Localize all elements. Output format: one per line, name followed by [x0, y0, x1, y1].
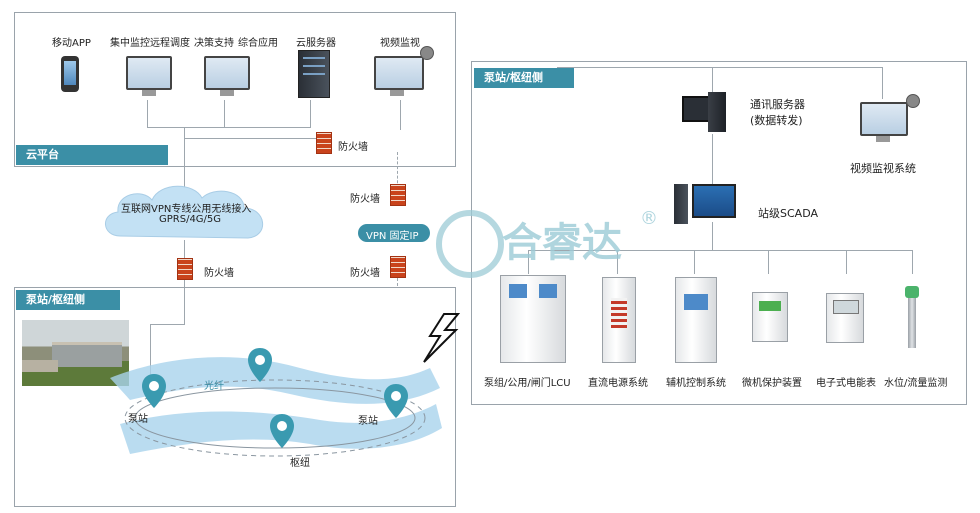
vpn-dashed-upper: [397, 152, 398, 188]
video-system-label: 视频监视系统: [850, 162, 916, 175]
pin-left-icon: [142, 374, 166, 408]
integrated-app-label: 综合应用: [238, 38, 278, 49]
device-drop-4: [768, 250, 769, 274]
device-drop-1: [528, 250, 529, 274]
camera-icon: [420, 46, 434, 60]
pin-bottom-icon: [270, 414, 294, 448]
pin-right-icon: [384, 384, 408, 418]
phone-icon: [61, 56, 79, 92]
firewall-left-label: 防火墙: [204, 268, 234, 279]
server-to-scada: [712, 134, 713, 184]
device-label-protection: 微机保护装置: [742, 378, 802, 389]
cloud-trunk: [184, 127, 185, 187]
station-trunk-line: [184, 288, 185, 324]
cloud-drop-1: [147, 100, 148, 128]
device-bus-line: [528, 250, 912, 251]
cloud-server-label: 云服务器: [296, 38, 336, 49]
aux-cabinet-icon: [675, 277, 717, 363]
device-drop-5: [846, 250, 847, 274]
comm-server-icon: [682, 92, 728, 136]
station-trunk-v: [150, 324, 151, 382]
comm-server-label2: (数据转发): [750, 114, 803, 127]
right-station-tag: 泵站/枢纽侧: [474, 68, 574, 88]
pin-top-icon: [248, 348, 272, 382]
cloud-platform-tag: 云平台: [16, 145, 168, 165]
scada-label: 站级SCADA: [758, 207, 818, 220]
cloud-bus-line: [147, 127, 310, 128]
video-drop: [400, 100, 401, 130]
station-trunk-h: [150, 324, 185, 325]
firewall-right-bottom-icon: [390, 256, 406, 278]
watermark-logo: [436, 210, 504, 278]
device-drop-6: [912, 250, 913, 274]
remote-dispatch-label: 远程调度: [150, 38, 190, 49]
cloud-drop-3: [310, 100, 311, 128]
comm-server-label1: 通讯服务器: [750, 98, 805, 111]
video-system-monitor-icon: [860, 102, 908, 142]
video-system-drop: [882, 67, 883, 99]
scada-monitor-icon: [692, 184, 736, 218]
protection-device-icon: [752, 292, 788, 342]
device-label-level: 水位/流量监测: [884, 378, 948, 389]
node-bottom-label: 枢纽: [290, 458, 310, 469]
mobile-app-label: 移动APP: [52, 38, 91, 49]
cloud-text-line1: 互联网VPN专线公用无线接入: [121, 204, 252, 215]
node-right-label: 泵站: [358, 416, 378, 427]
device-label-lcu: 泵组/公用/闸门LCU: [484, 378, 571, 389]
vpn-label: VPN 固定IP: [366, 231, 419, 242]
device-label-aux: 辅机控制系统: [666, 378, 726, 389]
device-label-dc: 直流电源系统: [588, 378, 648, 389]
comm-server-drop: [712, 67, 713, 93]
watermark-text: 合睿达: [502, 220, 622, 266]
device-label-meter: 电子式电能表: [816, 378, 876, 389]
scada-to-bus: [712, 222, 713, 250]
central-monitor-label: 集中监控: [110, 38, 150, 49]
internet-cloud-icon: [105, 185, 264, 239]
device-drop-2: [617, 250, 618, 274]
watermark-registered: ®: [640, 208, 658, 229]
energy-meter-icon: [826, 293, 864, 343]
server-icon: [298, 50, 330, 98]
firewall-link: [184, 138, 324, 139]
video-system-camera-icon: [906, 94, 920, 108]
cloud-text-line2: GPRS/4G/5G: [159, 214, 222, 225]
video-monitor-label: 视频监视: [380, 38, 420, 49]
left-station-tag: 泵站/枢纽侧: [16, 290, 120, 310]
right-top-bus: [557, 67, 882, 68]
firewall-right-bottom-label: 防火墙: [350, 268, 380, 279]
decision-support-monitor-icon: [204, 56, 250, 96]
firewall-icon: [316, 132, 332, 154]
device-drop-3: [694, 250, 695, 274]
firewall-left-icon: [177, 258, 193, 280]
level-sensor-icon: [905, 286, 919, 348]
node-left-label: 泵站: [128, 414, 148, 425]
firewall-label: 防火墙: [338, 142, 368, 153]
fiber-label: 光纤: [204, 381, 224, 392]
firewall-right-top-label: 防火墙: [350, 194, 380, 205]
video-monitor-icon: [374, 56, 424, 96]
vpn-pill: [358, 224, 430, 242]
firewall-right-top-icon: [390, 184, 406, 206]
scada-tower-icon: [674, 184, 688, 224]
central-monitor-icon: [126, 56, 172, 96]
station-photo: [22, 320, 129, 386]
lcu-cabinet-icon: [500, 275, 566, 363]
lightning-icon: [423, 313, 461, 363]
cloud-drop-2: [224, 100, 225, 128]
dc-cabinet-icon: [602, 277, 636, 363]
decision-support-label: 决策支持: [194, 38, 234, 49]
